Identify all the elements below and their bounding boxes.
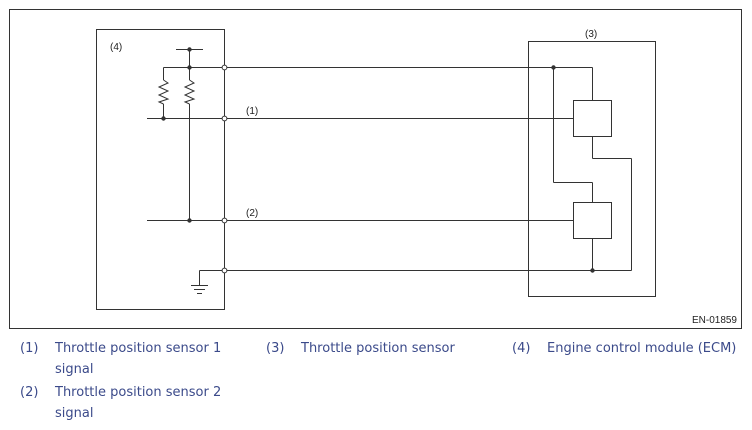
- pull-up-resistor-1: [157, 79, 170, 105]
- label-signal-2: (2): [246, 208, 258, 219]
- legend-number: (4): [512, 341, 531, 356]
- diagram-frame: [9, 9, 742, 329]
- sensor-element-2: [573, 202, 612, 239]
- sensor-box: [528, 41, 656, 297]
- legend-text: Throttle position sensor: [301, 341, 455, 356]
- label-ecm: (4): [110, 42, 122, 53]
- legend-item-3: (3) Throttle position sensor: [266, 338, 506, 359]
- legend-number: (3): [266, 341, 285, 356]
- pull-up-resistor-2: [183, 79, 196, 105]
- connector-terminals: [221, 64, 228, 274]
- label-signal-1: (1): [246, 106, 258, 117]
- ground-symbol: [191, 285, 208, 294]
- figure-code: EN-01859: [692, 315, 737, 326]
- legend-item-1: (1) Throttle position sensor 1 signal: [20, 338, 245, 380]
- legend-number: (2): [20, 385, 39, 400]
- wiring-diagram: (4) (3) (1) (2) EN-01859: [9, 9, 742, 329]
- label-sensor: (3): [585, 29, 597, 40]
- legend-item-2: (2) Throttle position sensor 2 signal: [20, 382, 245, 424]
- sensor-element-1: [573, 100, 612, 137]
- legend-text: Throttle position sensor 2 signal: [55, 385, 222, 421]
- legend-item-4: (4) Engine control module (ECM): [512, 338, 752, 359]
- junction-dots: [161, 47, 595, 273]
- wires: [147, 49, 632, 285]
- legend: (1) Throttle position sensor 1 signal (2…: [0, 334, 752, 430]
- ecm-box: [96, 29, 225, 310]
- legend-text: Engine control module (ECM): [547, 341, 737, 356]
- legend-number: (1): [20, 341, 39, 356]
- legend-text: Throttle position sensor 1 signal: [55, 341, 222, 377]
